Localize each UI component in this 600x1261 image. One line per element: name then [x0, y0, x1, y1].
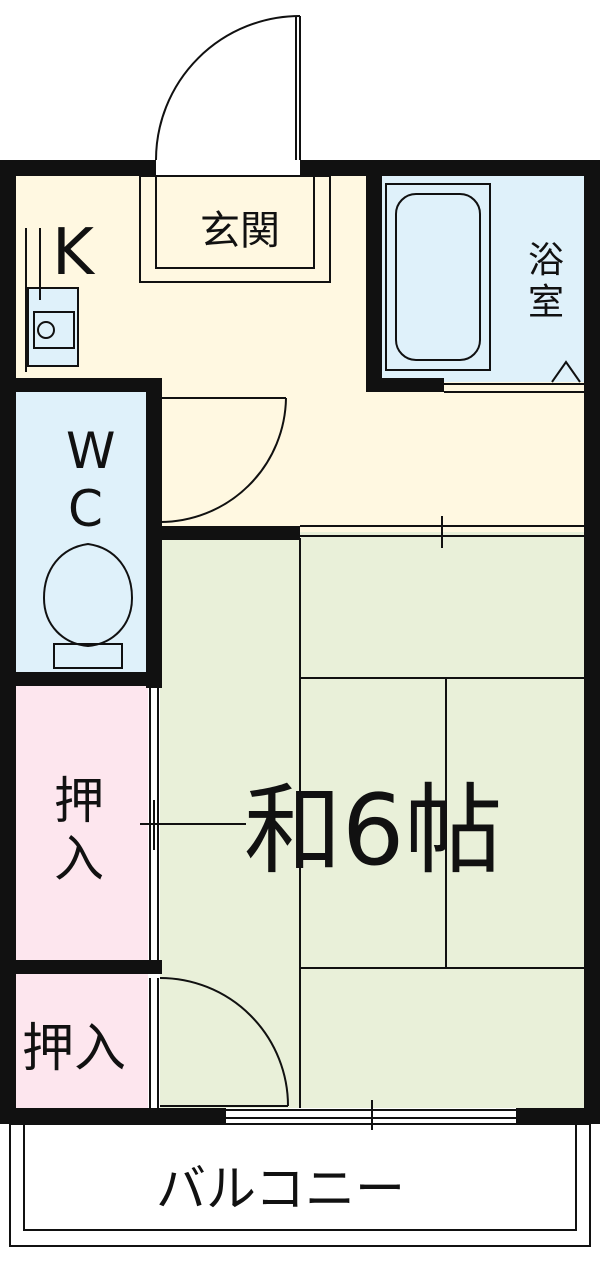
tatami-lines — [299, 538, 584, 1108]
closet-upper-label-line1: 押 — [54, 772, 104, 830]
bathroom-label-line2: 室 — [528, 282, 564, 323]
wc-door — [159, 397, 287, 523]
entrance-label: 玄関 — [200, 208, 280, 254]
toilet — [42, 542, 134, 669]
walls — [0, 160, 600, 1124]
closet-lower-label: 押入 — [22, 1019, 126, 1079]
closet-upper-label-line2: 入 — [54, 830, 104, 888]
kitchen-sink — [25, 228, 79, 372]
entrance-door — [155, 15, 301, 161]
closet-lower-door — [149, 977, 289, 1108]
balcony-outline — [9, 1123, 591, 1247]
bathroom-floor — [382, 176, 584, 382]
kitchen-label: K — [52, 216, 96, 290]
bathroom-label-line1: 浴 — [528, 240, 564, 281]
washitsu-floor — [160, 532, 584, 1108]
wc-floor — [16, 392, 148, 676]
wc-label-line2: C — [68, 480, 103, 538]
entrance-step — [139, 175, 331, 283]
washitsu-label: 和6帖 — [244, 774, 502, 888]
wc-label-line1: W — [66, 422, 115, 480]
closet-lower-floor — [16, 974, 148, 1108]
bathroom-door — [444, 383, 584, 393]
closet-upper-floor — [16, 686, 148, 960]
balcony-label: バルコニー — [156, 1160, 405, 1218]
closet-sliding-door — [140, 688, 246, 960]
bathtub — [385, 183, 581, 383]
fusuma-upper — [300, 516, 584, 548]
